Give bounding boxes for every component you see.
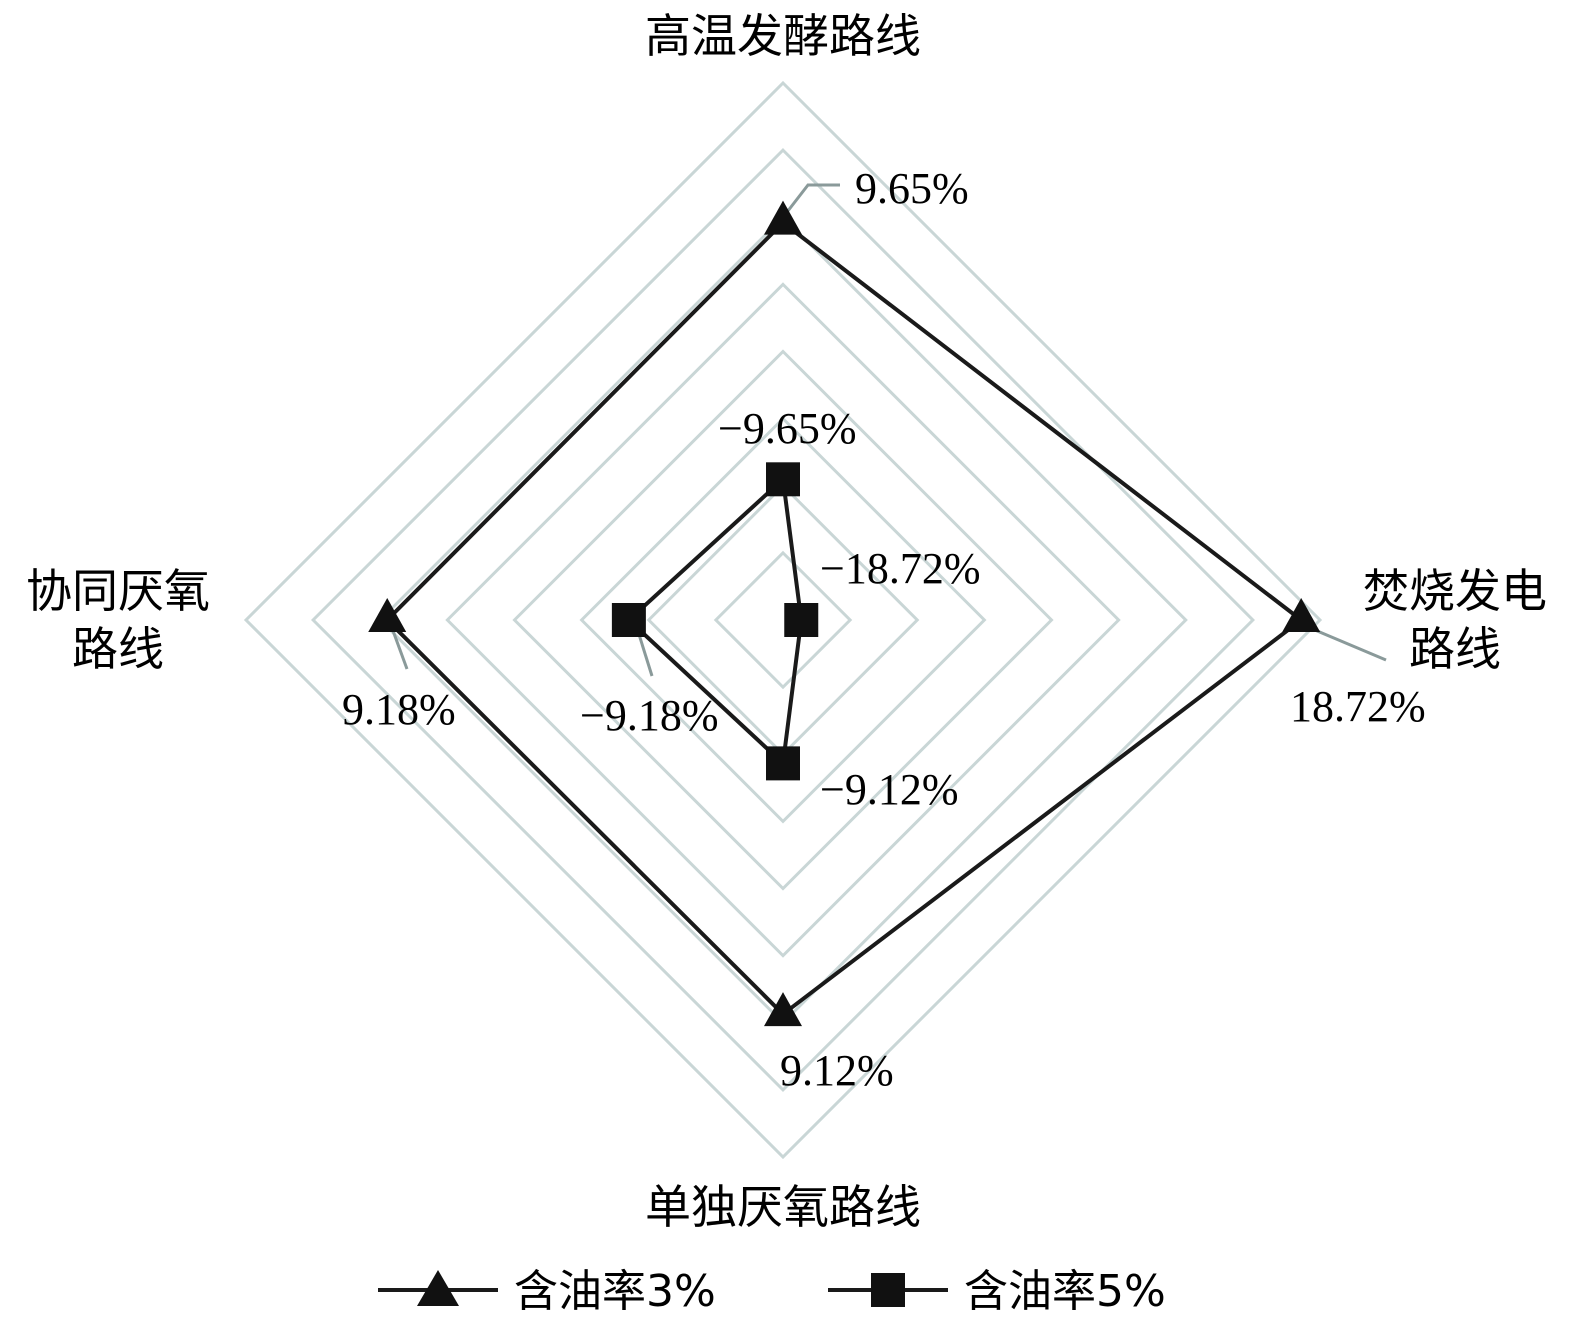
data-point-square xyxy=(611,603,646,637)
data-point-triangle xyxy=(764,200,802,235)
data-point-triangle xyxy=(368,598,407,632)
axis-label: 高温发酵路线 xyxy=(645,9,921,63)
data-label: 9.12% xyxy=(780,1046,894,1095)
data-point-triangle xyxy=(1282,598,1321,632)
data-label: −9.18% xyxy=(580,691,718,740)
data-label: −18.72% xyxy=(820,544,980,593)
data-label: −9.12% xyxy=(820,765,958,814)
leader-line xyxy=(782,183,840,217)
grid-ring xyxy=(378,215,1188,1025)
data-label: 18.72% xyxy=(1290,682,1426,731)
data-labels: 9.65% 18.72% 9.12% 9.18% −9.65% −18.72% −9.12%… xyxy=(342,164,1426,1095)
leader-line xyxy=(390,627,409,670)
legend-marker-square xyxy=(871,1273,905,1307)
grid-ring xyxy=(713,550,853,690)
axis-label: 单独厌氧路线 xyxy=(645,1180,921,1234)
legend-label-oil-5: 含油率5% xyxy=(964,1266,1166,1317)
data-label: 9.18% xyxy=(342,685,456,734)
data-point-triangle xyxy=(764,992,802,1027)
grid-ring xyxy=(445,282,1121,958)
legend-item-oil-3: 含油率3% xyxy=(378,1266,716,1317)
grid-ring xyxy=(311,148,1255,1092)
axis-label: 协同厌氧路线 xyxy=(26,564,210,676)
grid-ring xyxy=(579,416,987,824)
data-point-square xyxy=(766,462,800,497)
data-point-square xyxy=(784,603,819,637)
series-group xyxy=(368,200,1321,1027)
legend-item-oil-5: 含油率5% xyxy=(828,1266,1166,1317)
grid-ring xyxy=(512,349,1054,891)
data-point-square xyxy=(766,746,800,781)
legend: 含油率3% 含油率5% xyxy=(378,1266,1166,1317)
legend-label-oil-3: 含油率3% xyxy=(514,1266,716,1317)
data-label: 9.65% xyxy=(855,164,969,213)
grid-ring xyxy=(243,80,1323,1160)
axis-label: 焚烧发电路线 xyxy=(1363,564,1547,676)
data-label: −9.65% xyxy=(718,404,856,453)
legend-marker-triangle xyxy=(417,1270,459,1306)
